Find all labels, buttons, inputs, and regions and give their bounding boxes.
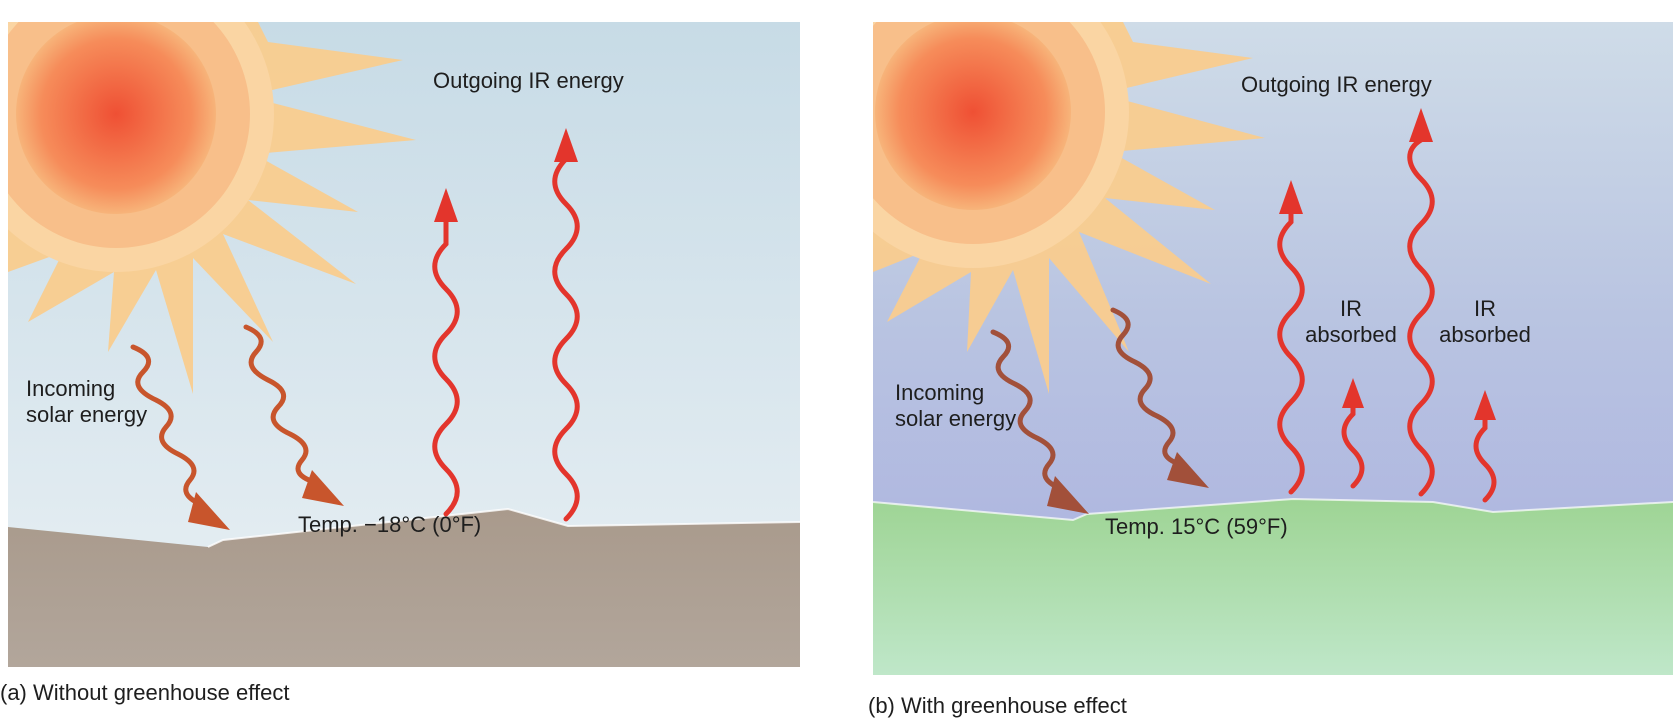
absorbed-ir-arrow bbox=[1473, 390, 1497, 503]
incoming-solar-arrow bbox=[1110, 307, 1209, 488]
incoming-solar-label-line1: Incoming bbox=[26, 376, 116, 401]
ground-surface bbox=[8, 509, 800, 667]
caption-a: (a) Without greenhouse effect bbox=[0, 680, 290, 705]
ir-absorbed-label-1-line1: IR bbox=[1340, 296, 1362, 321]
incoming-solar-label-line1: Incoming bbox=[895, 380, 985, 405]
ground-surface bbox=[873, 499, 1673, 675]
ir-absorbed-label-1: IR absorbed bbox=[1305, 296, 1397, 349]
panel-with-greenhouse: Outgoing IR energy Incoming solar energy… bbox=[873, 22, 1673, 675]
panel-b-illustration bbox=[873, 22, 1673, 675]
incoming-solar-label: Incoming solar energy bbox=[895, 380, 1016, 433]
outgoing-ir-arrow bbox=[1407, 108, 1435, 497]
ir-absorbed-label-2-line2: absorbed bbox=[1439, 322, 1531, 348]
outgoing-ir-arrow bbox=[552, 128, 580, 522]
ir-absorbed-label-2-line1: IR bbox=[1474, 296, 1496, 321]
sun-icon bbox=[873, 22, 1265, 394]
absorbed-ir-arrow bbox=[1341, 378, 1365, 489]
incoming-solar-arrow bbox=[130, 344, 230, 530]
panel-a-illustration bbox=[8, 22, 800, 667]
incoming-solar-label-line2: solar energy bbox=[895, 406, 1017, 432]
incoming-solar-arrow bbox=[990, 329, 1089, 514]
sun-icon bbox=[8, 22, 416, 394]
outgoing-ir-arrow bbox=[432, 188, 460, 517]
ir-absorbed-label-1-line2: absorbed bbox=[1305, 322, 1397, 348]
temperature-label: Temp. 15°C (59°F) bbox=[1105, 514, 1288, 539]
ir-absorbed-label-2: IR absorbed bbox=[1439, 296, 1531, 349]
incoming-solar-label-line2: solar energy bbox=[26, 402, 148, 428]
incoming-solar-label: Incoming solar energy bbox=[26, 376, 147, 429]
temperature-label: Temp. −18°C (0°F) bbox=[298, 512, 482, 537]
outgoing-ir-label: Outgoing IR energy bbox=[1241, 72, 1432, 97]
caption-b: (b) With greenhouse effect bbox=[868, 693, 1127, 718]
outgoing-ir-arrow bbox=[1277, 180, 1305, 495]
outgoing-ir-label: Outgoing IR energy bbox=[433, 68, 624, 93]
panel-without-greenhouse: Outgoing IR energy Incoming solar energy… bbox=[8, 22, 800, 667]
incoming-solar-arrow bbox=[243, 324, 344, 506]
